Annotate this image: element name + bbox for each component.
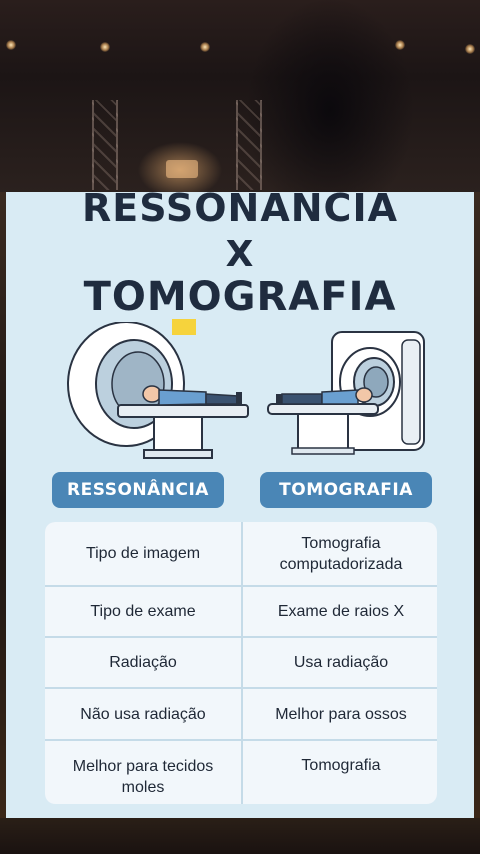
- stage-light: [166, 160, 198, 178]
- background-edge: [0, 192, 6, 818]
- table-cell-left: Tipo de imagem: [45, 522, 241, 585]
- stage-light: [6, 40, 16, 50]
- background-photo: [0, 0, 480, 192]
- tag-tomografia: TOMOGRAFIA: [260, 472, 432, 508]
- comparison-table: Tipo de imagem Tomografia computadorizad…: [45, 522, 437, 804]
- table-cell-right: Tomografia: [243, 741, 437, 804]
- stage-light: [395, 40, 405, 50]
- stage-light: [465, 44, 475, 54]
- table-cell-right: Melhor para ossos: [243, 689, 437, 739]
- stage-light: [100, 42, 110, 52]
- title-line-1: RESSONÂNCIA: [81, 192, 398, 230]
- ct-scanner-icon: [267, 331, 425, 455]
- stage-truss: [236, 100, 262, 190]
- scanners-illustration: [67, 322, 425, 459]
- table-cell-left: Tipo de exame: [45, 587, 241, 636]
- tag-ressonancia: RESSONÂNCIA: [52, 472, 224, 508]
- table-cell-left: Melhor para tecidos moles: [45, 741, 241, 804]
- stage-truss: [92, 100, 118, 190]
- stage-light: [200, 42, 210, 52]
- title-line-3: TOMOGRAFIA: [83, 274, 397, 320]
- background-edge: [474, 192, 480, 818]
- highlight-mark: [172, 319, 196, 335]
- table-cell-right: Usa radiação: [243, 638, 437, 687]
- mri-scanner-icon: [67, 322, 249, 459]
- background-photo-bottom: [0, 818, 480, 854]
- title-line-2: X: [225, 234, 255, 275]
- table-cell-right: Exame de raios X: [243, 587, 437, 636]
- table-cell-left: Radiação: [45, 638, 241, 687]
- table-cell-right: Tomografia computadorizada: [243, 522, 437, 585]
- infographic-card: RESSONÂNCIA X TOMOGRAFIA: [6, 192, 474, 818]
- table-cell-left: Não usa radiação: [45, 689, 241, 739]
